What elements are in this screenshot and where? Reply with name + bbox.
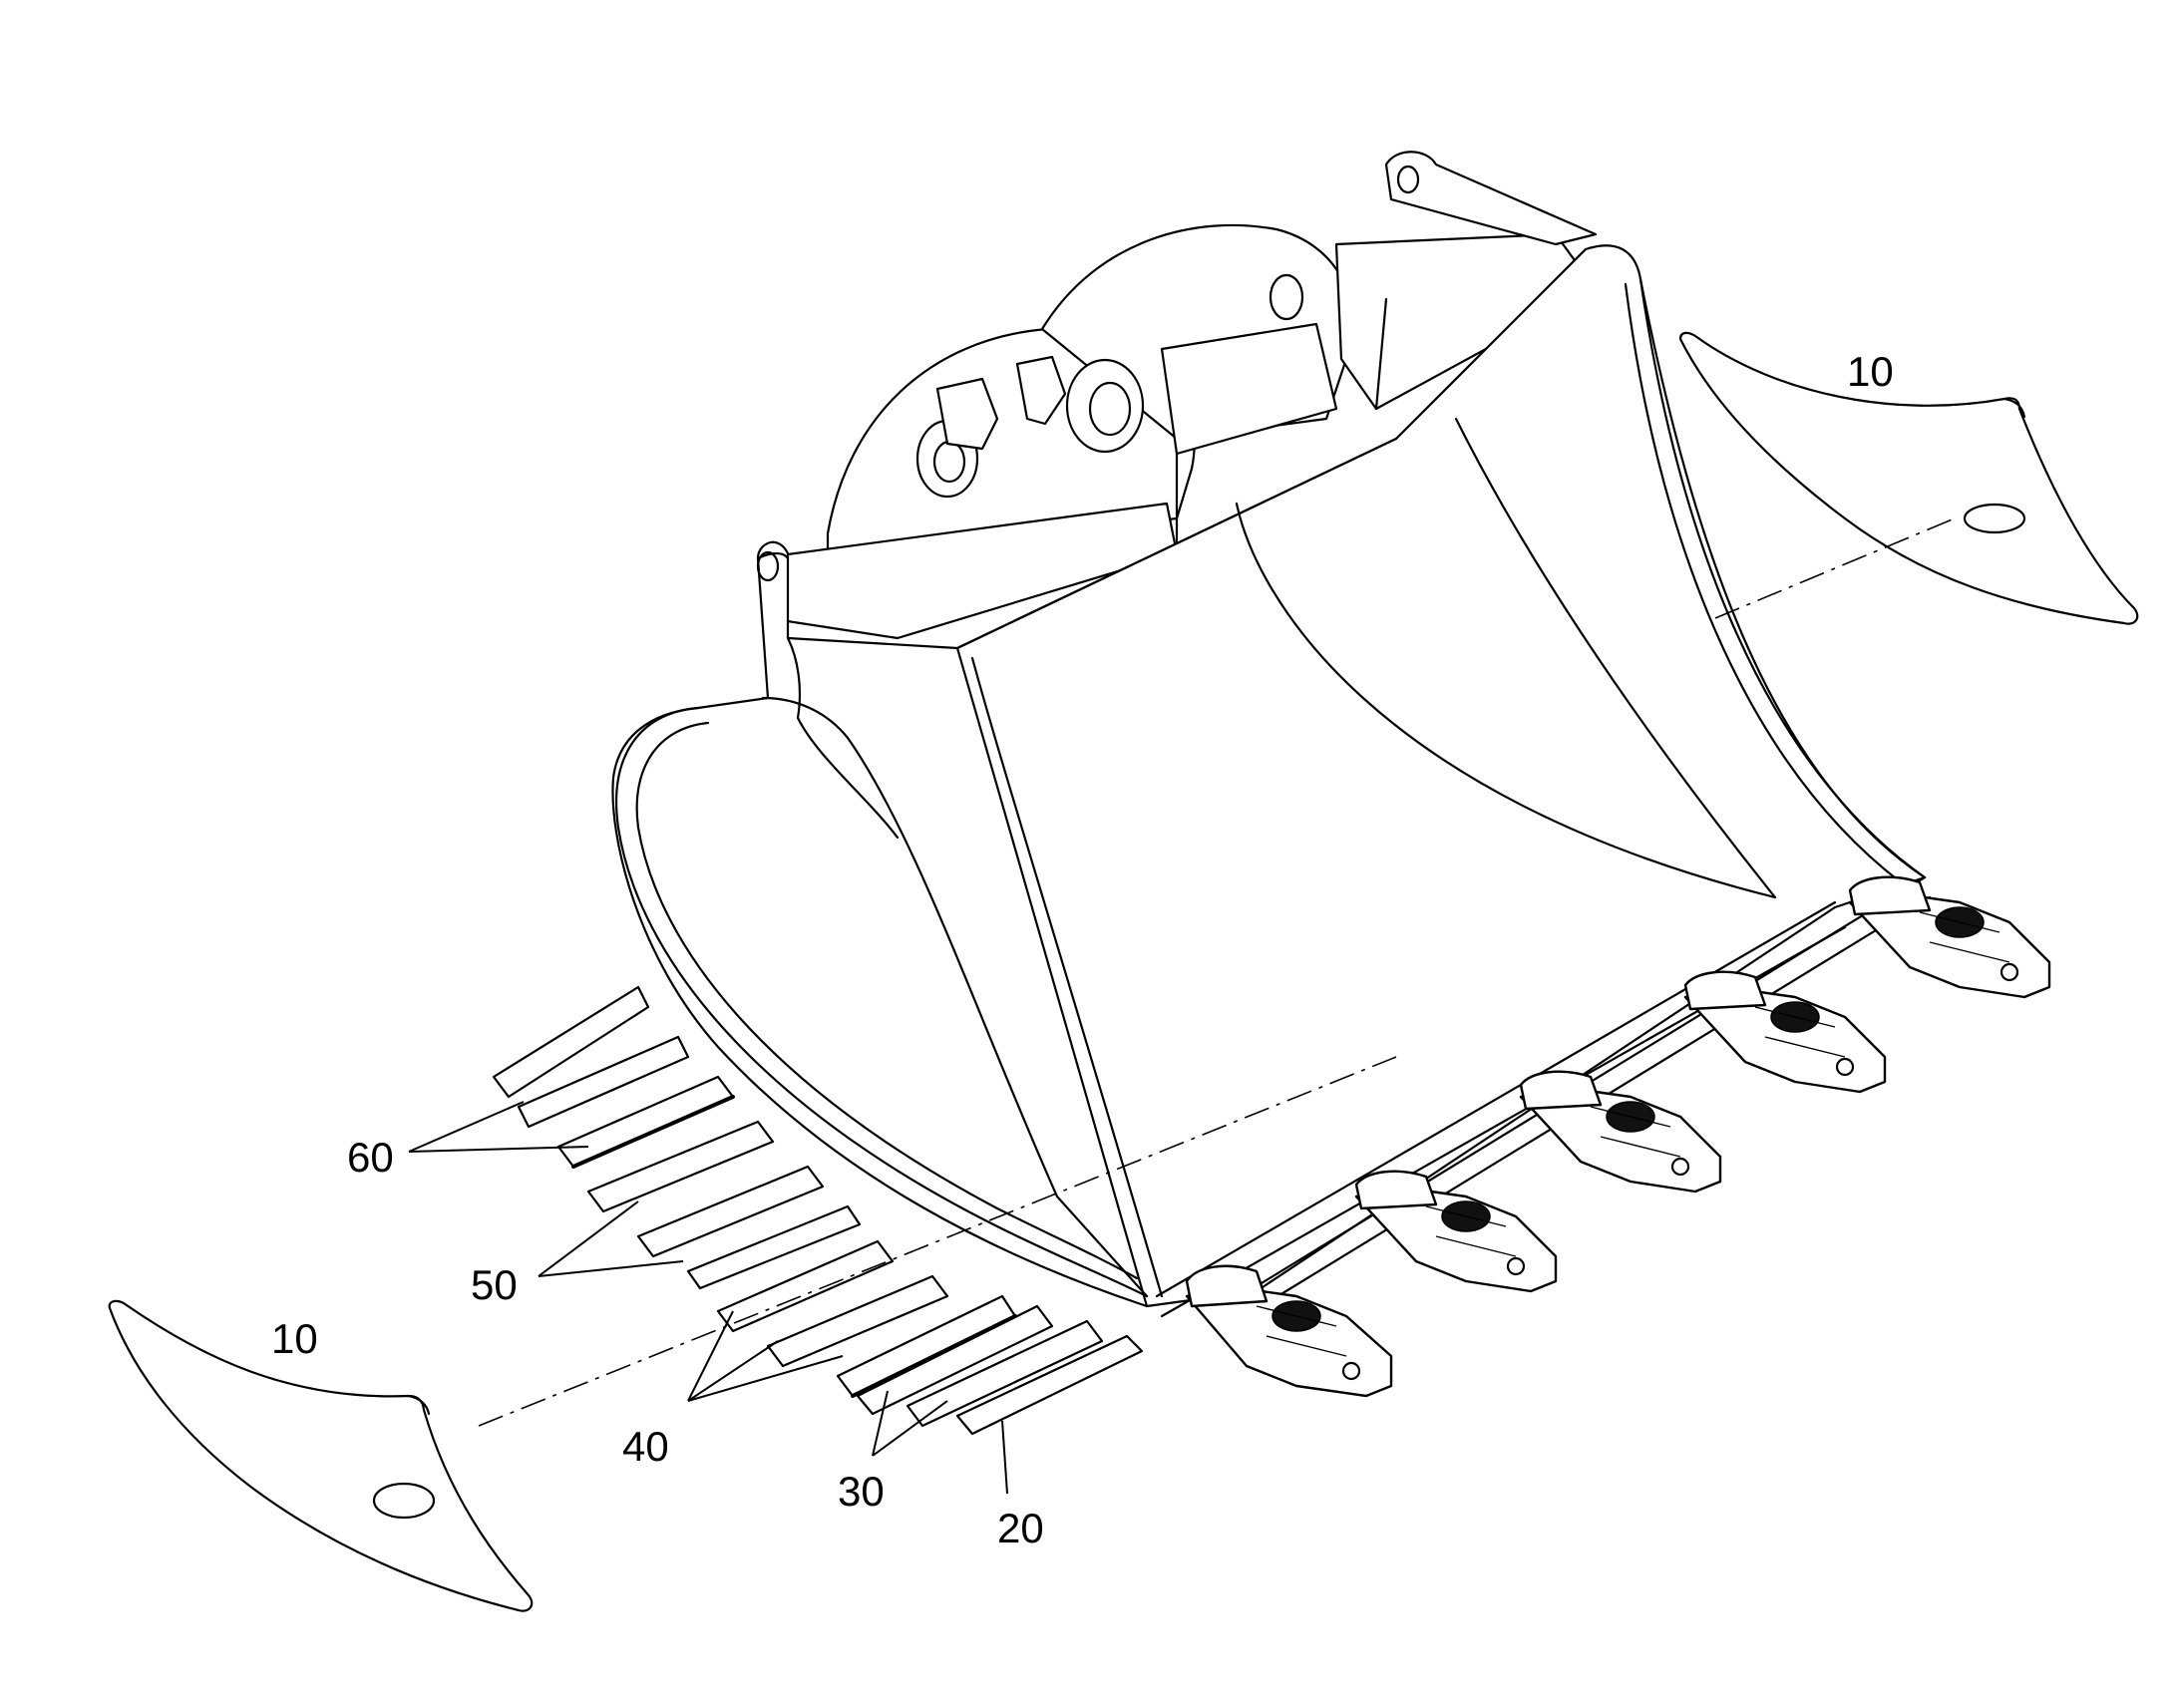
assembly-axis-right bbox=[1714, 517, 1956, 619]
tooth-3 bbox=[1519, 1070, 1722, 1194]
wear-strip-50-b bbox=[636, 1165, 825, 1258]
leader-lines bbox=[408, 1101, 1008, 1495]
tooth-1 bbox=[1185, 1264, 1393, 1398]
bucket-shell bbox=[611, 244, 1932, 1318]
wear-strips bbox=[492, 985, 1144, 1436]
label-30: 30 bbox=[838, 1468, 885, 1515]
wear-strip-60-a bbox=[492, 985, 650, 1099]
label-60: 60 bbox=[347, 1134, 394, 1181]
label-20: 20 bbox=[997, 1505, 1044, 1551]
mounting-bracket bbox=[756, 151, 1598, 640]
tooth-2 bbox=[1354, 1170, 1558, 1293]
wear-strip-30-a bbox=[856, 1304, 1054, 1416]
label-10-right: 10 bbox=[1847, 348, 1894, 395]
bucket-teeth bbox=[1185, 875, 2051, 1398]
side-plate-left bbox=[108, 1299, 534, 1612]
assembly-axis bbox=[478, 1056, 1397, 1427]
label-50: 50 bbox=[471, 1261, 518, 1308]
wear-strip-40-b bbox=[766, 1274, 949, 1368]
side-plate-right bbox=[1678, 331, 2139, 625]
wear-strip-50-c bbox=[686, 1204, 862, 1290]
tooth-5 bbox=[1848, 875, 2051, 999]
wear-strip-20 bbox=[955, 1334, 1144, 1436]
wear-strip-30-b bbox=[906, 1319, 1104, 1428]
wear-strip-40-a bbox=[716, 1239, 895, 1333]
wear-strip-60-b bbox=[517, 1035, 690, 1129]
wear-strip-50-a bbox=[586, 1120, 775, 1213]
label-10-left: 10 bbox=[271, 1315, 318, 1362]
label-40: 40 bbox=[622, 1423, 669, 1470]
tooth-4 bbox=[1683, 970, 1887, 1094]
